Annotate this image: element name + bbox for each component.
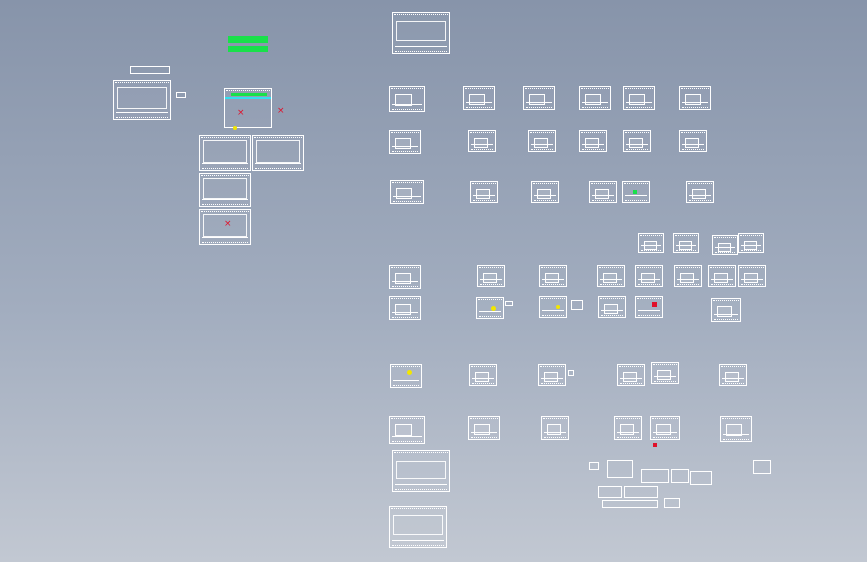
drawing-sheet[interactable] bbox=[389, 265, 421, 289]
red-x-marker: × bbox=[237, 108, 245, 118]
yellow-marker bbox=[556, 305, 560, 309]
drawing-sheet[interactable] bbox=[712, 235, 738, 255]
drawing-sheet[interactable] bbox=[738, 233, 764, 253]
drawing-sheet[interactable] bbox=[674, 265, 702, 287]
highlighted-block[interactable] bbox=[228, 36, 268, 43]
red-marker bbox=[653, 443, 657, 447]
drawing-sheet[interactable] bbox=[579, 130, 607, 152]
drawing-sheet[interactable] bbox=[392, 450, 450, 492]
drawing-sheet[interactable] bbox=[252, 135, 304, 171]
drawing-fragment bbox=[607, 460, 633, 478]
drawing-sheet[interactable] bbox=[622, 181, 650, 203]
drawing-sheet[interactable] bbox=[199, 173, 251, 207]
sheet-note-fragment bbox=[568, 370, 574, 376]
drawing-fragment bbox=[589, 462, 599, 470]
centerline bbox=[225, 97, 271, 99]
drawing-fragment bbox=[664, 498, 680, 508]
highlighted-block[interactable] bbox=[228, 46, 268, 52]
drawing-fragment bbox=[602, 500, 658, 508]
drawing-sheet[interactable] bbox=[614, 416, 642, 440]
drawing-sheet[interactable] bbox=[635, 296, 663, 318]
red-x-marker: × bbox=[224, 219, 232, 229]
drawing-sheet[interactable] bbox=[579, 86, 611, 110]
drawing-sheet[interactable] bbox=[679, 130, 707, 152]
drawing-sheet[interactable] bbox=[538, 364, 566, 386]
sheet-note-fragment bbox=[571, 300, 583, 310]
sheet-note-fragment bbox=[176, 92, 186, 98]
drawing-sheet[interactable] bbox=[531, 181, 559, 203]
drawing-sheet[interactable]: × bbox=[199, 209, 251, 245]
drawing-sheet[interactable] bbox=[477, 265, 505, 287]
drawing-sheet[interactable] bbox=[390, 364, 422, 388]
sheet-note-fragment bbox=[505, 301, 513, 306]
drawing-fragment bbox=[753, 460, 771, 474]
drawing-sheet[interactable] bbox=[623, 86, 655, 110]
drawing-sheet[interactable] bbox=[541, 416, 569, 440]
drawing-fragment bbox=[671, 469, 689, 483]
drawing-sheet[interactable] bbox=[470, 181, 498, 203]
assembly-sheet[interactable]: × × bbox=[224, 88, 285, 128]
drawing-fragment bbox=[624, 486, 658, 498]
drawing-sheet[interactable] bbox=[389, 130, 421, 154]
drawing-sheet[interactable] bbox=[719, 364, 747, 386]
drawing-sheet[interactable] bbox=[463, 86, 495, 110]
drawing-sheet[interactable] bbox=[113, 80, 171, 120]
drawing-sheet[interactable] bbox=[711, 298, 741, 322]
drawing-sheet[interactable] bbox=[199, 135, 251, 171]
drawing-sheet[interactable] bbox=[389, 296, 421, 320]
drawing-sheet[interactable] bbox=[617, 364, 645, 386]
drawing-sheet[interactable] bbox=[598, 296, 626, 318]
drawing-sheet[interactable] bbox=[389, 86, 425, 112]
drawing-fragment bbox=[641, 469, 669, 483]
highlighted-block[interactable] bbox=[633, 190, 637, 194]
highlighted-block[interactable] bbox=[231, 93, 267, 96]
drawing-sheet[interactable] bbox=[468, 130, 496, 152]
sheet-header-fragment bbox=[130, 66, 170, 74]
drawing-sheet[interactable] bbox=[650, 416, 680, 440]
drawing-sheet[interactable] bbox=[469, 364, 497, 386]
drawing-sheet[interactable] bbox=[523, 86, 555, 110]
title-sheet[interactable] bbox=[392, 12, 450, 54]
drawing-sheet[interactable] bbox=[738, 265, 766, 287]
drawing-sheet[interactable] bbox=[651, 362, 679, 384]
drawing-sheet[interactable] bbox=[679, 86, 711, 110]
drawing-sheet[interactable] bbox=[597, 265, 625, 287]
drawing-sheet[interactable] bbox=[638, 233, 664, 253]
drawing-sheet[interactable] bbox=[720, 416, 752, 442]
drawing-fragment bbox=[690, 471, 712, 485]
drawing-fragment bbox=[598, 486, 622, 498]
drawing-sheet[interactable] bbox=[673, 233, 699, 253]
drawing-sheet[interactable] bbox=[476, 297, 504, 319]
yellow-marker bbox=[233, 126, 237, 130]
drawing-sheet[interactable] bbox=[539, 296, 567, 318]
drawing-sheet[interactable] bbox=[390, 180, 424, 204]
drawing-sheet[interactable] bbox=[468, 416, 500, 440]
yellow-marker bbox=[491, 306, 496, 311]
drawing-sheet[interactable] bbox=[708, 265, 736, 287]
drawing-sheet[interactable] bbox=[686, 181, 714, 203]
yellow-marker bbox=[407, 370, 412, 375]
drawing-sheet[interactable] bbox=[635, 265, 663, 287]
red-x-marker: × bbox=[277, 106, 285, 116]
drawing-sheet[interactable] bbox=[539, 265, 567, 287]
drawing-sheet[interactable] bbox=[389, 506, 447, 548]
drawing-sheet[interactable] bbox=[589, 181, 617, 203]
drawing-sheet[interactable] bbox=[389, 416, 425, 444]
drawing-sheet[interactable] bbox=[623, 130, 651, 152]
red-marker bbox=[652, 302, 657, 307]
drawing-sheet[interactable] bbox=[528, 130, 556, 152]
